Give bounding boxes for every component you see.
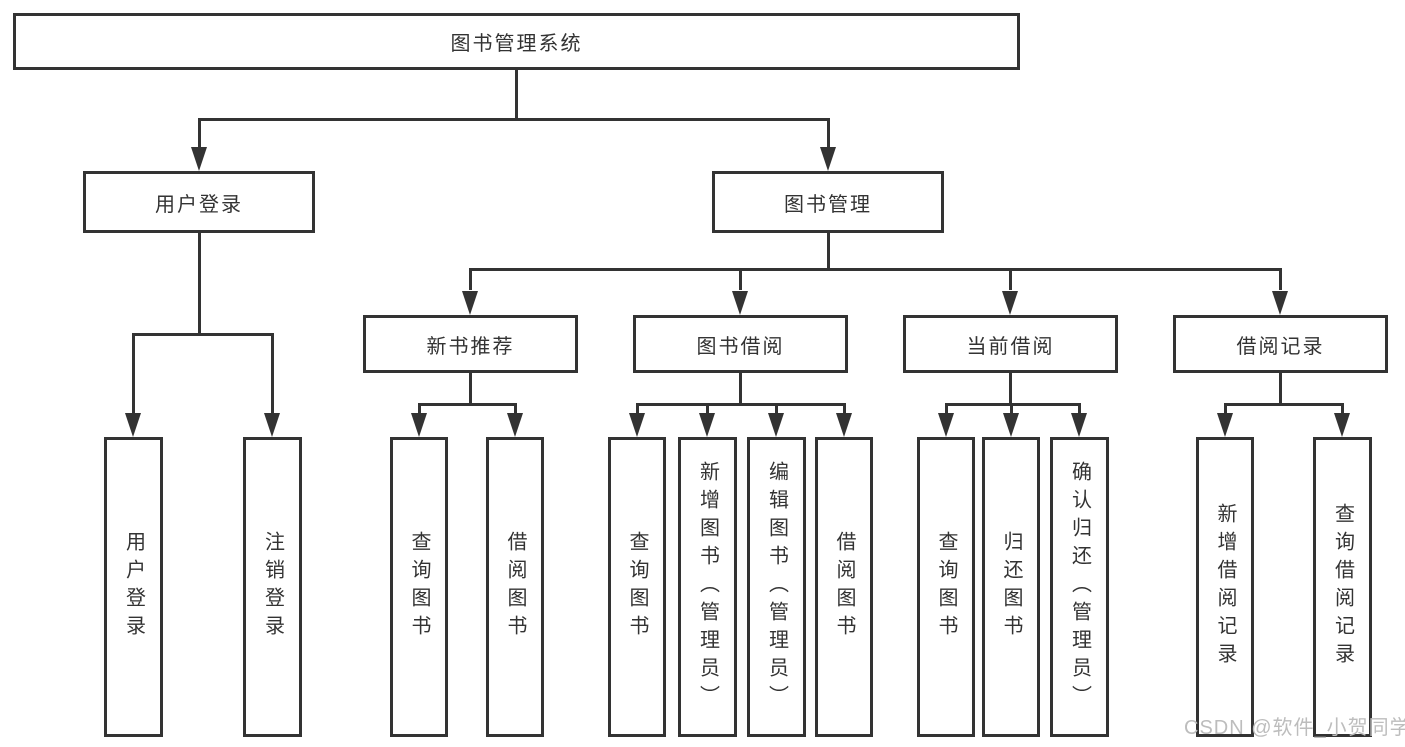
leaf-add-books-admin: 新增图书（管理员） bbox=[678, 437, 737, 737]
connector-to-leaf bbox=[706, 403, 709, 415]
leaf-logout-label: 注销登录 bbox=[261, 531, 284, 643]
connector-to-leaf bbox=[514, 403, 517, 415]
arrowhead-down-icon bbox=[1071, 413, 1087, 437]
connector-user-login-drop bbox=[198, 233, 201, 336]
arrowhead-down-icon bbox=[1217, 413, 1233, 437]
connector-to-leaf bbox=[636, 403, 639, 415]
leaf-query-books-borrow-label: 查询图书 bbox=[626, 531, 648, 643]
connector-current-borrow-drop bbox=[1009, 373, 1012, 406]
node-borrow-records: 借阅记录 bbox=[1173, 315, 1388, 373]
arrowhead-down-icon bbox=[462, 291, 478, 315]
node-new-book-recommend-label: 新书推荐 bbox=[426, 335, 515, 358]
arrowhead-down-icon bbox=[264, 413, 280, 437]
leaf-confirm-return-admin-label: 确认归还（管理员） bbox=[1068, 461, 1091, 713]
connector-borrow-records-split bbox=[1224, 403, 1343, 406]
node-current-borrow: 当前借阅 bbox=[903, 315, 1118, 373]
leaf-query-books-recommend-label: 查询图书 bbox=[408, 531, 430, 643]
arrowhead-down-icon bbox=[820, 147, 836, 171]
node-book-management: 图书管理 bbox=[712, 171, 944, 233]
node-current-borrow-label: 当前借阅 bbox=[966, 335, 1055, 358]
connector-book-borrow-drop bbox=[739, 373, 742, 406]
node-user-login: 用户登录 bbox=[83, 171, 315, 233]
connector-to-leaf bbox=[1341, 403, 1344, 415]
node-book-borrow: 图书借阅 bbox=[633, 315, 848, 373]
leaf-borrow-books-recommend-label: 借阅图书 bbox=[504, 531, 526, 643]
connector-root-split bbox=[198, 118, 830, 121]
leaf-user-login: 用户登录 bbox=[104, 437, 163, 737]
leaf-return-books: 归还图书 bbox=[982, 437, 1040, 737]
leaf-query-books-recommend: 查询图书 bbox=[390, 437, 448, 737]
arrowhead-down-icon bbox=[411, 413, 427, 437]
leaf-edit-books-admin: 编辑图书（管理员） bbox=[747, 437, 806, 737]
connector-to-new-book-recommend bbox=[469, 268, 472, 290]
arrowhead-down-icon bbox=[629, 413, 645, 437]
arrowhead-down-icon bbox=[1272, 291, 1288, 315]
connector-borrow-records-drop bbox=[1279, 373, 1282, 406]
connector-book-management-split bbox=[469, 268, 1282, 271]
leaf-query-borrow-record-label: 查询借阅记录 bbox=[1331, 503, 1354, 671]
connector-new-book-drop bbox=[469, 373, 472, 406]
connector-to-leaf bbox=[1078, 403, 1081, 415]
arrowhead-down-icon bbox=[507, 413, 523, 437]
connector-to-leaf bbox=[418, 403, 421, 415]
arrowhead-down-icon bbox=[732, 291, 748, 315]
connector-new-book-split bbox=[418, 403, 517, 406]
connector-to-book-borrow bbox=[739, 268, 742, 290]
leaf-borrow-books-recommend: 借阅图书 bbox=[486, 437, 544, 737]
node-new-book-recommend: 新书推荐 bbox=[363, 315, 578, 373]
node-book-management-label: 图书管理 bbox=[784, 193, 872, 216]
connector-book-management-drop bbox=[827, 233, 830, 271]
connector-to-leaf bbox=[1224, 403, 1227, 415]
connector-to-leaf-login bbox=[132, 333, 135, 414]
connector-root-drop bbox=[515, 70, 518, 120]
leaf-query-borrow-record: 查询借阅记录 bbox=[1313, 437, 1372, 737]
arrowhead-down-icon bbox=[768, 413, 784, 437]
leaf-borrow-books-label: 借阅图书 bbox=[833, 531, 855, 643]
leaf-add-borrow-record: 新增借阅记录 bbox=[1196, 437, 1254, 737]
connector-to-leaf bbox=[945, 403, 948, 415]
connector-to-leaf bbox=[775, 403, 778, 415]
arrowhead-down-icon bbox=[699, 413, 715, 437]
leaf-logout: 注销登录 bbox=[243, 437, 302, 737]
node-book-borrow-label: 图书借阅 bbox=[696, 335, 785, 358]
connector-to-leaf-logout bbox=[271, 333, 274, 414]
arrowhead-down-icon bbox=[125, 413, 141, 437]
connector-to-current-borrow bbox=[1009, 268, 1012, 290]
connector-to-leaf bbox=[843, 403, 846, 415]
leaf-borrow-books: 借阅图书 bbox=[815, 437, 873, 737]
connector-book-borrow-split bbox=[636, 403, 845, 406]
leaf-edit-books-admin-label: 编辑图书（管理员） bbox=[765, 461, 788, 713]
connector-to-user-login bbox=[198, 118, 201, 148]
node-root-label: 图书管理系统 bbox=[450, 33, 583, 55]
arrowhead-down-icon bbox=[1334, 413, 1350, 437]
leaf-add-borrow-record-label: 新增借阅记录 bbox=[1214, 503, 1236, 671]
connector-to-book-management bbox=[827, 118, 830, 148]
watermark: CSDN @软件_小贺同学 bbox=[1184, 717, 1405, 739]
arrowhead-down-icon bbox=[1003, 413, 1019, 437]
node-user-login-label: 用户登录 bbox=[155, 193, 243, 216]
leaf-query-books-borrow: 查询图书 bbox=[608, 437, 666, 737]
connector-to-leaf bbox=[1010, 403, 1013, 415]
arrowhead-down-icon bbox=[836, 413, 852, 437]
arrowhead-down-icon bbox=[191, 147, 207, 171]
leaf-return-books-label: 归还图书 bbox=[1000, 531, 1022, 643]
leaf-query-books-current-label: 查询图书 bbox=[935, 531, 957, 643]
leaf-add-books-admin-label: 新增图书（管理员） bbox=[696, 461, 719, 713]
leaf-user-login-label: 用户登录 bbox=[122, 531, 145, 643]
arrowhead-down-icon bbox=[1002, 291, 1018, 315]
leaf-confirm-return-admin: 确认归还（管理员） bbox=[1050, 437, 1109, 737]
node-borrow-records-label: 借阅记录 bbox=[1236, 335, 1325, 358]
connector-user-login-split bbox=[132, 333, 274, 336]
node-root: 图书管理系统 bbox=[13, 13, 1020, 70]
arrowhead-down-icon bbox=[938, 413, 954, 437]
leaf-query-books-current: 查询图书 bbox=[917, 437, 975, 737]
connector-to-borrow-records bbox=[1279, 268, 1282, 290]
